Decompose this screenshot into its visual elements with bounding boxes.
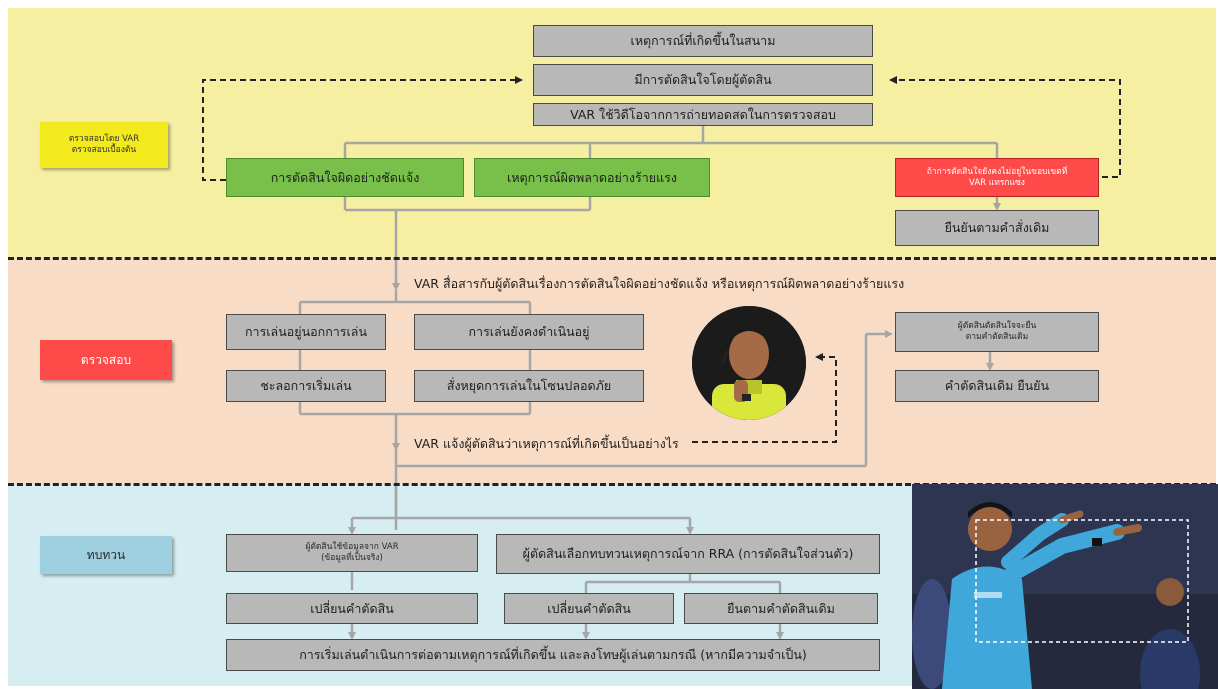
zone-label-check: ตรวจสอบ — [40, 340, 172, 380]
zone-divider-bottom — [8, 483, 1216, 486]
use-var-info-box: ผู้ตัดสินใช้ข้อมูลจาก VAR (ข้อมูลที่เป็น… — [226, 534, 478, 572]
referee-may-keep-box: ผู้ตัดสินตัดสินใจจะยืน ตามคำตัดสินเดิม — [895, 312, 1099, 352]
keep-decision-box: ยืนตามคำตัดสินเดิม — [684, 593, 878, 624]
connector-dashed-feedback — [202, 76, 1121, 443]
var-broadcast-box: VAR ใช้วิดีโอจากการถ่ายทอดสดในการตรวจสอบ — [533, 103, 873, 126]
connector-top-branch — [343, 126, 1001, 291]
change-decision-box-right: เปลี่ยนคำตัดสิน — [504, 593, 674, 624]
no-intervention-box: ถ้าการตัดสินใจยังคงไม่อยู่ในขอบเขตที่ VA… — [895, 158, 1099, 197]
out-of-play-box: การเล่นอยู่นอกการเล่น — [226, 314, 386, 350]
clear-error-box: การตัดสินใจผิดอย่างชัดแจ้ง — [226, 158, 464, 197]
connector-bottom-branch — [348, 484, 784, 640]
zone-label-initial-check: ตรวจสอบโดย VAR ตรวจสอบเบื้องต้น — [40, 122, 168, 168]
stop-safe-zone-box: สั่งหยุดการเล่นในโซนปลอดภัย — [414, 370, 644, 402]
var-informs-note: VAR แจ้งผู้ตัดสินว่าเหตุการณ์ที่เกิดขึ้น… — [414, 436, 679, 451]
delay-restart-box: ชะลอการเริ่มเล่น — [226, 370, 386, 402]
original-confirmed-box: คำตัดสินเดิม ยืนยัน — [895, 370, 1099, 402]
restart-box: การเริ่มเล่นดำเนินการต่อตามเหตุการณ์ที่เ… — [226, 639, 880, 671]
zone-divider-top — [8, 257, 1216, 260]
connector-middle-branch — [298, 290, 994, 530]
change-decision-box-left: เปลี่ยนคำตัดสิน — [226, 593, 478, 624]
zone-label-review: ทบทวน — [40, 536, 172, 574]
var-communicates-note: VAR สื่อสารกับผู้ตัดสินเรื่องการตัดสินใจ… — [414, 276, 905, 291]
referee-decision-box: มีการตัดสินใจโดยผู้ตัดสิน — [533, 64, 873, 96]
serious-incident-box: เหตุการณ์ผิดพลาดอย่างร้ายแรง — [474, 158, 710, 197]
referee-pointing-photo — [912, 484, 1218, 689]
still-playing-box: การเล่นยังคงดำเนินอยู่ — [414, 314, 644, 350]
confirm-original-box: ยืนยันตามคำสั่งเดิม — [895, 210, 1099, 246]
incident-box: เหตุการณ์ที่เกิดขึ้นในสนาม — [533, 25, 873, 57]
review-rra-box: ผู้ตัดสินเลือกทบทวนเหตุการณ์จาก RRA (การ… — [496, 534, 880, 574]
referee-headset-photo — [692, 306, 806, 420]
